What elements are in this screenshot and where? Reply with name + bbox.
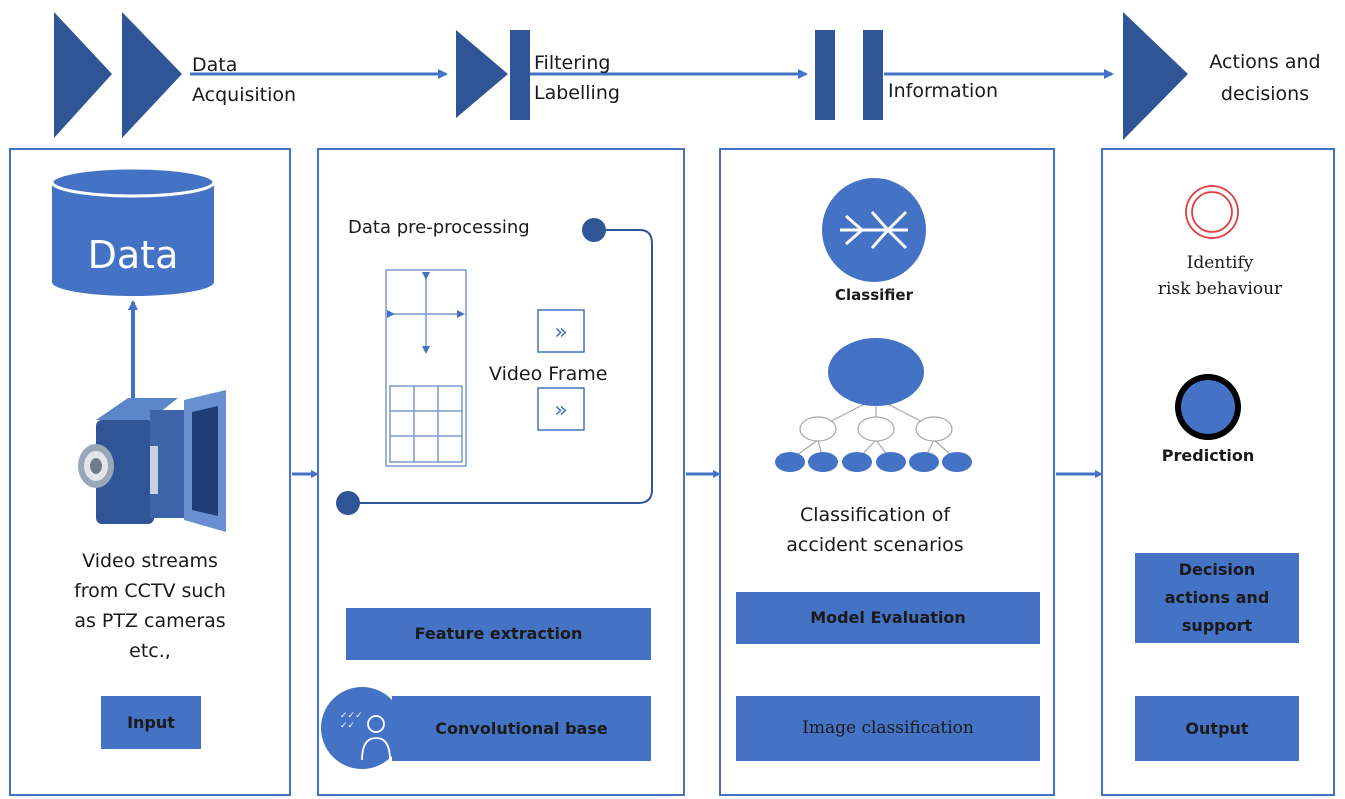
prediction-label: Prediction bbox=[1161, 446, 1255, 465]
stage-triangle-4 bbox=[1123, 12, 1188, 140]
forward-icon-top: » bbox=[537, 309, 585, 353]
svg-text:»: » bbox=[554, 398, 567, 423]
stage-bar-3a bbox=[815, 30, 835, 120]
stage-label-acquisition-line1: Data bbox=[192, 54, 238, 76]
stage-label-information: Information bbox=[888, 80, 998, 102]
stage-label-actions-line1: Actions and bbox=[1209, 51, 1321, 73]
svg-text:✓✓✓: ✓✓✓ bbox=[340, 711, 363, 721]
scenarios-text: Classification of accident scenarios bbox=[740, 500, 1010, 560]
risk-line1: Identify bbox=[1186, 253, 1254, 273]
stage-bar-2 bbox=[510, 30, 530, 120]
risk-target-icon bbox=[1185, 185, 1239, 239]
stage-label-actions: Actions and decisions bbox=[1194, 46, 1336, 110]
video-frame-grid-icon bbox=[385, 269, 467, 467]
stage-chevron-2 bbox=[456, 30, 508, 118]
feature-extraction-button[interactable]: Feature extraction bbox=[346, 608, 651, 660]
video-streams-line4: etc., bbox=[129, 640, 171, 662]
stage-label-acquisition-line2: Acquisition bbox=[192, 84, 297, 106]
input-button[interactable]: Input bbox=[101, 696, 201, 749]
stage-bar-3b bbox=[863, 30, 883, 120]
svg-text:✓✓: ✓✓ bbox=[340, 721, 355, 731]
prediction-icon bbox=[1175, 374, 1241, 440]
preprocessing-connector bbox=[348, 229, 653, 504]
database-label: Data bbox=[87, 233, 179, 277]
decision-line2: actions and bbox=[1164, 588, 1270, 607]
stage-label-filtering: Filtering Labelling bbox=[534, 48, 620, 108]
svg-text:»: » bbox=[554, 320, 567, 345]
preprocessing-label: Data pre-processing bbox=[348, 217, 530, 238]
stage-label-filtering-line1: Filtering bbox=[534, 52, 611, 74]
stage-label-acquisition: Data Acquisition bbox=[192, 50, 296, 110]
risk-behaviour-text: Identify risk behaviour bbox=[1130, 250, 1310, 302]
connector-end-top bbox=[582, 218, 606, 242]
classifier-label: Classifier bbox=[835, 286, 913, 304]
scenarios-line1: Classification of bbox=[799, 504, 951, 526]
connector-end-bottom bbox=[336, 491, 360, 515]
image-classification-button[interactable]: Image classification bbox=[736, 696, 1040, 761]
forward-icon-bottom: » bbox=[537, 387, 585, 431]
video-streams-line2: from CCTV such bbox=[74, 580, 226, 602]
video-streams-line3: as PTZ cameras bbox=[74, 610, 226, 632]
video-streams-text: Video streams from CCTV such as PTZ came… bbox=[40, 546, 260, 666]
output-button[interactable]: Output bbox=[1135, 696, 1299, 761]
stage-chevron-1a bbox=[54, 12, 112, 138]
decision-line1: Decision bbox=[1178, 560, 1256, 579]
stage-chevron-1b bbox=[122, 12, 182, 138]
convolutional-person-icon: ✓✓✓ ✓✓ bbox=[319, 685, 405, 771]
decision-actions-button[interactable]: Decision actions and support bbox=[1135, 553, 1299, 643]
video-camera-icon bbox=[78, 390, 226, 532]
video-streams-line1: Video streams bbox=[82, 550, 218, 572]
video-frame-label: Video Frame bbox=[489, 363, 608, 385]
scenarios-line2: accident scenarios bbox=[786, 534, 964, 556]
classifier-icon bbox=[822, 178, 926, 282]
convolutional-base-button[interactable]: Convolutional base bbox=[392, 696, 651, 761]
model-evaluation-button[interactable]: Model Evaluation bbox=[736, 592, 1040, 644]
risk-line2: risk behaviour bbox=[1157, 279, 1283, 299]
stage-label-filtering-line2: Labelling bbox=[534, 82, 620, 104]
decision-line3: support bbox=[1181, 616, 1253, 635]
decision-tree-icon bbox=[775, 338, 972, 472]
panel-input bbox=[9, 148, 291, 796]
stage-label-actions-line2: decisions bbox=[1220, 83, 1310, 105]
database-icon bbox=[50, 166, 216, 296]
